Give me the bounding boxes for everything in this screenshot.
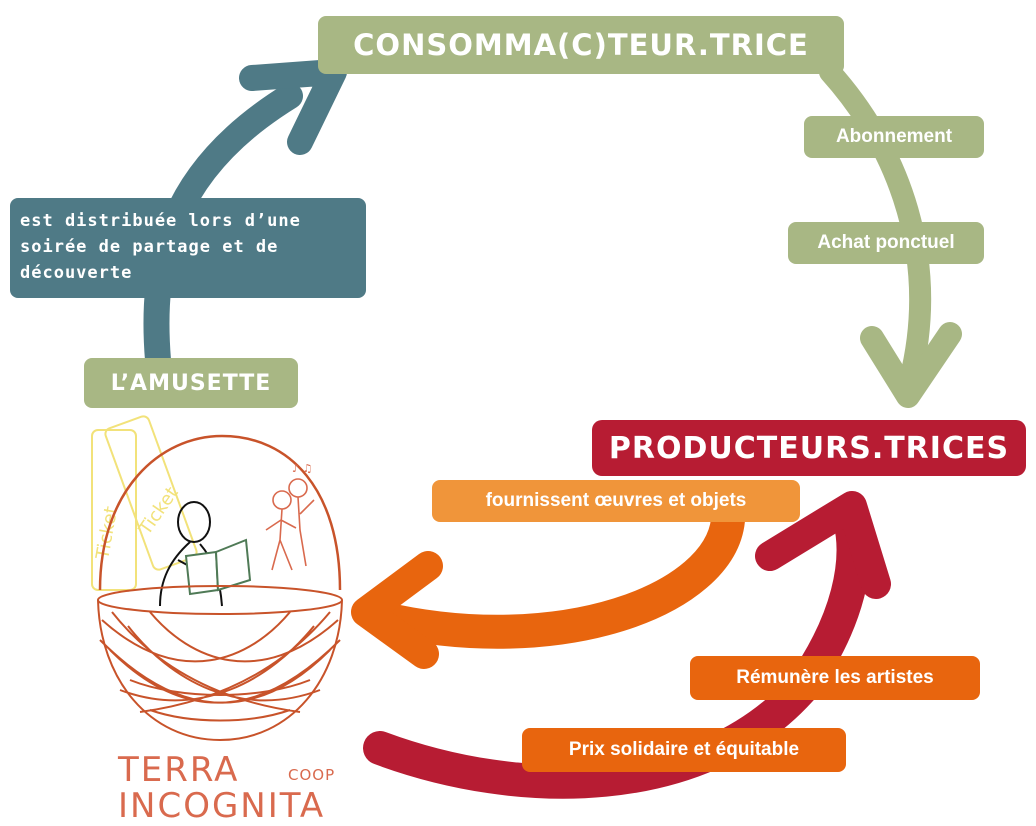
basket-illustration: Ticket Ticket ♪ ♫ — [91, 415, 343, 742]
terra-incognita-logo: TERRA COOP INCOGNITA — [118, 752, 378, 826]
edge-label-remunere: Rémunère les artistes — [690, 656, 980, 700]
orange-arrow — [351, 503, 745, 669]
node-producers: PRODUCTEURS.TRICES — [592, 420, 1026, 476]
logo-coop: COOP — [288, 766, 336, 784]
edge-label-prix: Prix solidaire et équitable — [522, 728, 846, 772]
figures-icon: ♪ ♫ — [265, 462, 315, 571]
svg-text:♪ ♫: ♪ ♫ — [292, 462, 312, 475]
edge-label-achat-ponctuel: Achat ponctuel — [788, 222, 984, 264]
edge-label-abonnement: Abonnement — [804, 116, 984, 158]
node-consumer: CONSOMMA(C)TEUR.TRICE — [318, 16, 844, 74]
node-amusette: L’AMUSETTE — [84, 358, 298, 408]
logo-line-2: INCOGNITA — [118, 786, 326, 826]
basket-icon — [97, 585, 343, 742]
edge-label-fournissent: fournissent œuvres et objets — [432, 480, 800, 522]
book-icon — [184, 538, 252, 596]
ticket-icon: Ticket Ticket — [91, 415, 198, 591]
svg-text:Ticket: Ticket — [134, 483, 182, 539]
logo-line-1: TERRA — [118, 750, 240, 790]
edge-label-distribuee: est distribuée lors d’une soirée de part… — [10, 198, 366, 298]
green-arrow — [819, 61, 962, 408]
